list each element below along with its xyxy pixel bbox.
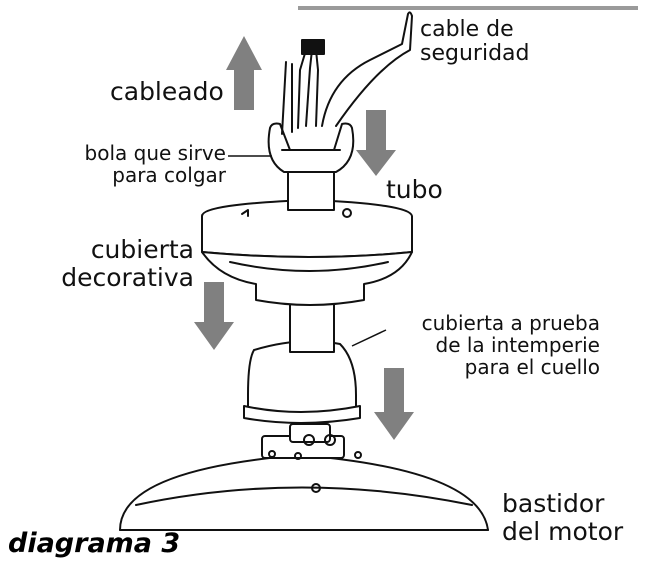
label-motor-housing: bastidor del motor (502, 490, 623, 545)
label-canopy-line1: cubierta (90, 235, 194, 264)
top-divider-line (298, 6, 638, 10)
arrow-down-collar (374, 368, 414, 440)
label-safety-cable-line1: cable de (420, 17, 514, 42)
safety-cable (321, 11, 413, 127)
downrod-lower (289, 299, 335, 353)
label-hanger-ball: bola que sirve para colgar (40, 142, 226, 186)
label-safety-cable-line2: seguridad (420, 41, 530, 67)
label-collar-cover: cubierta a prueba de la intemperie para … (380, 312, 600, 378)
label-hanger-ball-line1: bola que sirve (84, 141, 226, 165)
collar-cover (243, 340, 361, 424)
label-canopy-line2: decorativa (61, 262, 194, 292)
arrow-down-canopy (194, 282, 234, 350)
leader-collar-cover (351, 329, 387, 347)
label-motor-housing-line1: bastidor (502, 489, 605, 518)
motor-housing (119, 423, 489, 531)
hanger-ball (267, 122, 355, 173)
label-motor-housing-line2: del motor (502, 516, 624, 546)
label-downrod: tubo (386, 175, 443, 204)
arrow-up-wiring (226, 36, 262, 110)
label-canopy: cubierta decorativa (24, 236, 194, 291)
arrow-down-downrod (356, 110, 396, 176)
wiring-bundle (281, 39, 325, 135)
label-collar-cover-line2: de la intemperie (435, 333, 600, 357)
label-safety-cable: cable de seguridad (420, 17, 530, 67)
label-collar-cover-line3: para el cuello (464, 355, 600, 379)
canopy (201, 199, 413, 306)
label-wiring: cableado (110, 77, 224, 106)
label-collar-cover-line1: cubierta a prueba (421, 311, 600, 335)
label-hanger-ball-line2: para colgar (112, 163, 226, 187)
diagram-caption: diagrama 3 (8, 528, 181, 559)
